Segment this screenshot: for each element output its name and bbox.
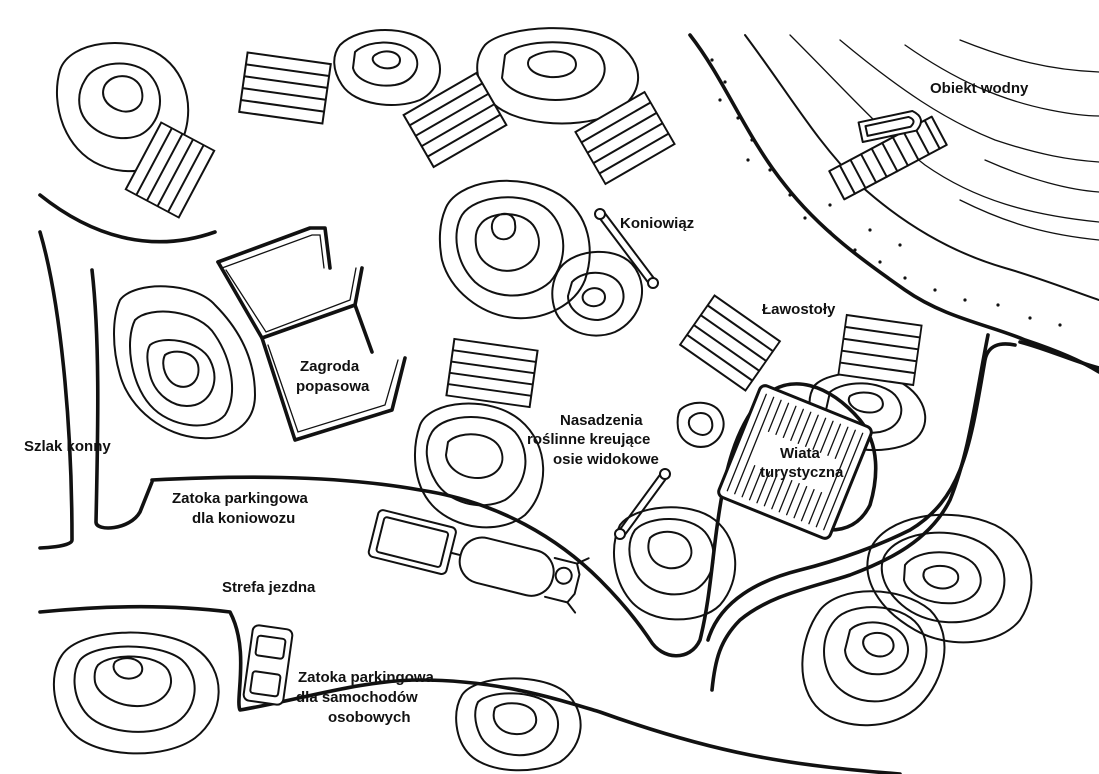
label-cart-bay-2: dla koniowozu xyxy=(192,510,295,527)
label-cart-bay-1: Zatoka parkingowa xyxy=(172,490,309,507)
shelter-icon xyxy=(717,384,873,540)
label-hitching-post: Koniowiąz xyxy=(620,215,694,232)
tree-icon xyxy=(438,179,591,320)
tree-icon xyxy=(551,250,644,337)
label-car-bay-1: Zatoka parkingowa xyxy=(298,669,435,686)
tree-icon xyxy=(455,677,582,772)
label-shelter-2: turystyczna xyxy=(760,464,844,481)
tree-icon xyxy=(333,29,441,106)
label-horse-trail: Szlak konny xyxy=(24,438,111,455)
label-shelter-1: Wiata xyxy=(780,445,821,462)
label-bench-tables: Ławostoły xyxy=(762,301,836,318)
roads xyxy=(38,193,1099,774)
bench-table-icon xyxy=(124,51,923,409)
label-planting-1: Nasadzenia xyxy=(560,412,643,429)
tree-icon xyxy=(52,631,220,755)
label-paddock-2: popasowa xyxy=(296,378,370,395)
label-car-bay-3: osobowych xyxy=(328,709,411,726)
tree-icon xyxy=(676,401,725,448)
car-icon xyxy=(242,624,294,706)
tree-icon xyxy=(866,513,1033,644)
paddock-icon xyxy=(216,226,407,442)
label-planting-2: roślinne kreujące xyxy=(527,431,650,448)
label-planting-3: osie widokowe xyxy=(553,451,659,468)
tree-icon xyxy=(613,506,737,621)
pier-icon xyxy=(828,115,948,201)
label-car-bay-2: dla samochodów xyxy=(296,689,418,706)
label-water-object: Obiekt wodny xyxy=(930,80,1029,97)
hitching-post-icon xyxy=(594,208,659,289)
hitching-post-icon xyxy=(614,468,671,540)
tree-icon xyxy=(113,285,256,440)
label-riding-zone: Strefa jezdna xyxy=(222,579,316,596)
horse-trailer-icon xyxy=(367,509,590,614)
boat-icon xyxy=(857,110,922,144)
water-object: Obiekt wodny xyxy=(688,33,1099,374)
tree-icon xyxy=(801,590,946,727)
label-paddock-1: Zagroda xyxy=(300,358,360,375)
tree-icon xyxy=(414,402,545,529)
labels: Koniowiąz Ławostoły Zagroda popasowa Nas… xyxy=(24,215,844,726)
